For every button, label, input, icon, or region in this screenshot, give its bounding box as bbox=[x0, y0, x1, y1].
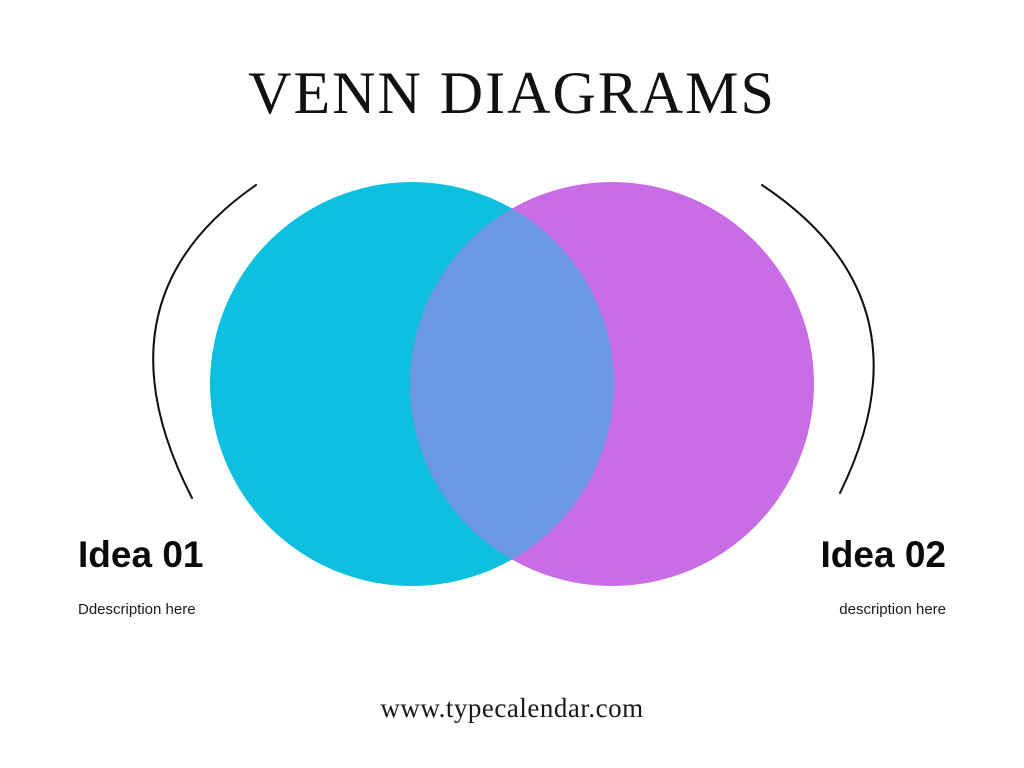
idea-01-description: Ddescription here bbox=[78, 601, 196, 618]
set-intersection bbox=[410, 182, 614, 586]
idea-02-label: Idea 02 bbox=[820, 534, 946, 575]
idea-02-description: description here bbox=[839, 601, 946, 618]
footer-url: www.typecalendar.com bbox=[380, 693, 644, 723]
page-title: VENN DIAGRAMS bbox=[248, 60, 776, 126]
idea-01-label: Idea 01 bbox=[78, 534, 204, 575]
right-bracket-arc bbox=[761, 184, 875, 494]
left-bracket-arc bbox=[152, 184, 257, 499]
